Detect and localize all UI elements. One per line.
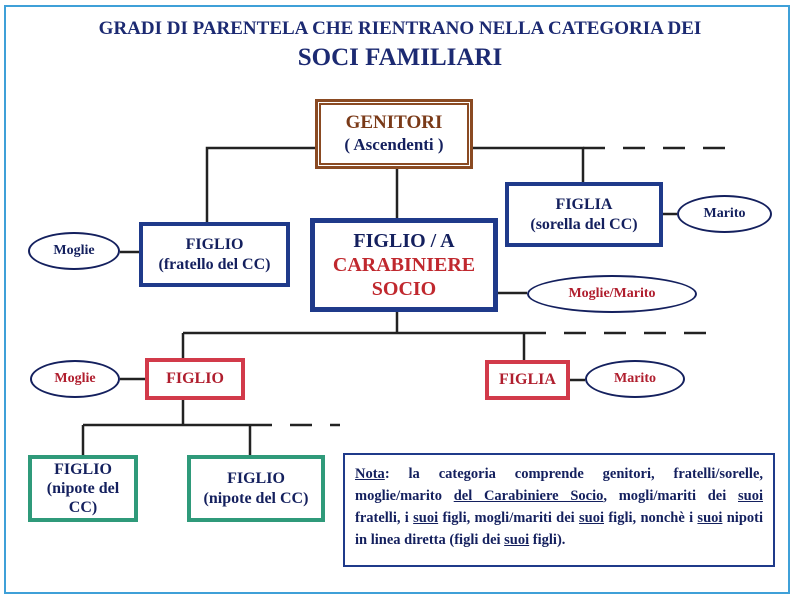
- nipote-label: FIGLIO: [54, 460, 112, 478]
- nota-label: Nota: [355, 466, 385, 482]
- nota-underlined: suoi: [738, 488, 763, 504]
- genitori-box: GENITORI ( Ascendenti ): [315, 99, 473, 169]
- genitori-sub: ( Ascendenti ): [344, 135, 444, 155]
- title-line-1: GRADI DI PARENTELA CHE RIENTRANO NELLA C…: [98, 18, 702, 39]
- fratello-box: FIGLIO (fratello del CC): [139, 222, 290, 287]
- socio-box: FIGLIO / A CARABINIERE SOCIO: [310, 218, 498, 312]
- socio-line-1: FIGLIO / A: [353, 230, 455, 252]
- sorella-box: FIGLIA (sorella del CC): [505, 182, 663, 247]
- nipote-sub: (nipote del CC): [203, 489, 309, 507]
- nota-text: figli, mogli/mariti dei: [438, 510, 580, 526]
- nota-underlined: suoi: [413, 510, 439, 526]
- sorella-label: FIGLIA: [555, 196, 613, 214]
- nipote-sub: (nipote del CC): [46, 479, 120, 517]
- nota-underlined: suoi: [697, 510, 723, 526]
- fratello-sub: (fratello del CC): [158, 255, 271, 273]
- title-line-2: SOCI FAMILIARI: [297, 44, 503, 71]
- nota-text: nipoti in linea diretta (figli dei: [355, 510, 763, 548]
- nota-text: , mogli/mariti dei: [603, 488, 738, 504]
- page-frame: [4, 5, 790, 594]
- nota-text: figli).: [529, 532, 566, 548]
- figlia-spouse-ellipse: Marito: [585, 360, 685, 398]
- sorella-spouse-ellipse: Marito: [677, 195, 772, 233]
- socio-line-3: SOCIO: [371, 278, 437, 300]
- nota-underlined: suoi: [579, 510, 605, 526]
- figlia-box: FIGLIA: [485, 360, 570, 400]
- nipote-box-1: FIGLIO (nipote del CC): [28, 455, 138, 522]
- nota-underlined: suoi: [504, 532, 530, 548]
- nipote-label: FIGLIO: [227, 470, 285, 488]
- nota-box: Nota: la categoria comprende genitori, f…: [343, 453, 775, 567]
- fratello-label: FIGLIO: [185, 236, 244, 254]
- fratello-spouse-ellipse: Moglie: [28, 232, 120, 270]
- sorella-sub: (sorella del CC): [530, 215, 638, 233]
- nipote-box-2: FIGLIO (nipote del CC): [187, 455, 325, 522]
- genitori-label: GENITORI: [345, 112, 443, 134]
- nota-text: fratelli, i: [355, 510, 414, 526]
- nota-text: : la categoria comprende genitori, frate…: [355, 466, 763, 504]
- nota-text: figli, nonchè i: [604, 510, 698, 526]
- socio-spouse-ellipse: Moglie/Marito: [527, 275, 697, 313]
- nota-underlined: del Carabiniere Socio: [453, 488, 604, 504]
- socio-line-2: CARABINIERE: [332, 254, 476, 276]
- figlio-spouse-ellipse: Moglie: [30, 360, 120, 398]
- figlio-box: FIGLIO: [145, 358, 245, 400]
